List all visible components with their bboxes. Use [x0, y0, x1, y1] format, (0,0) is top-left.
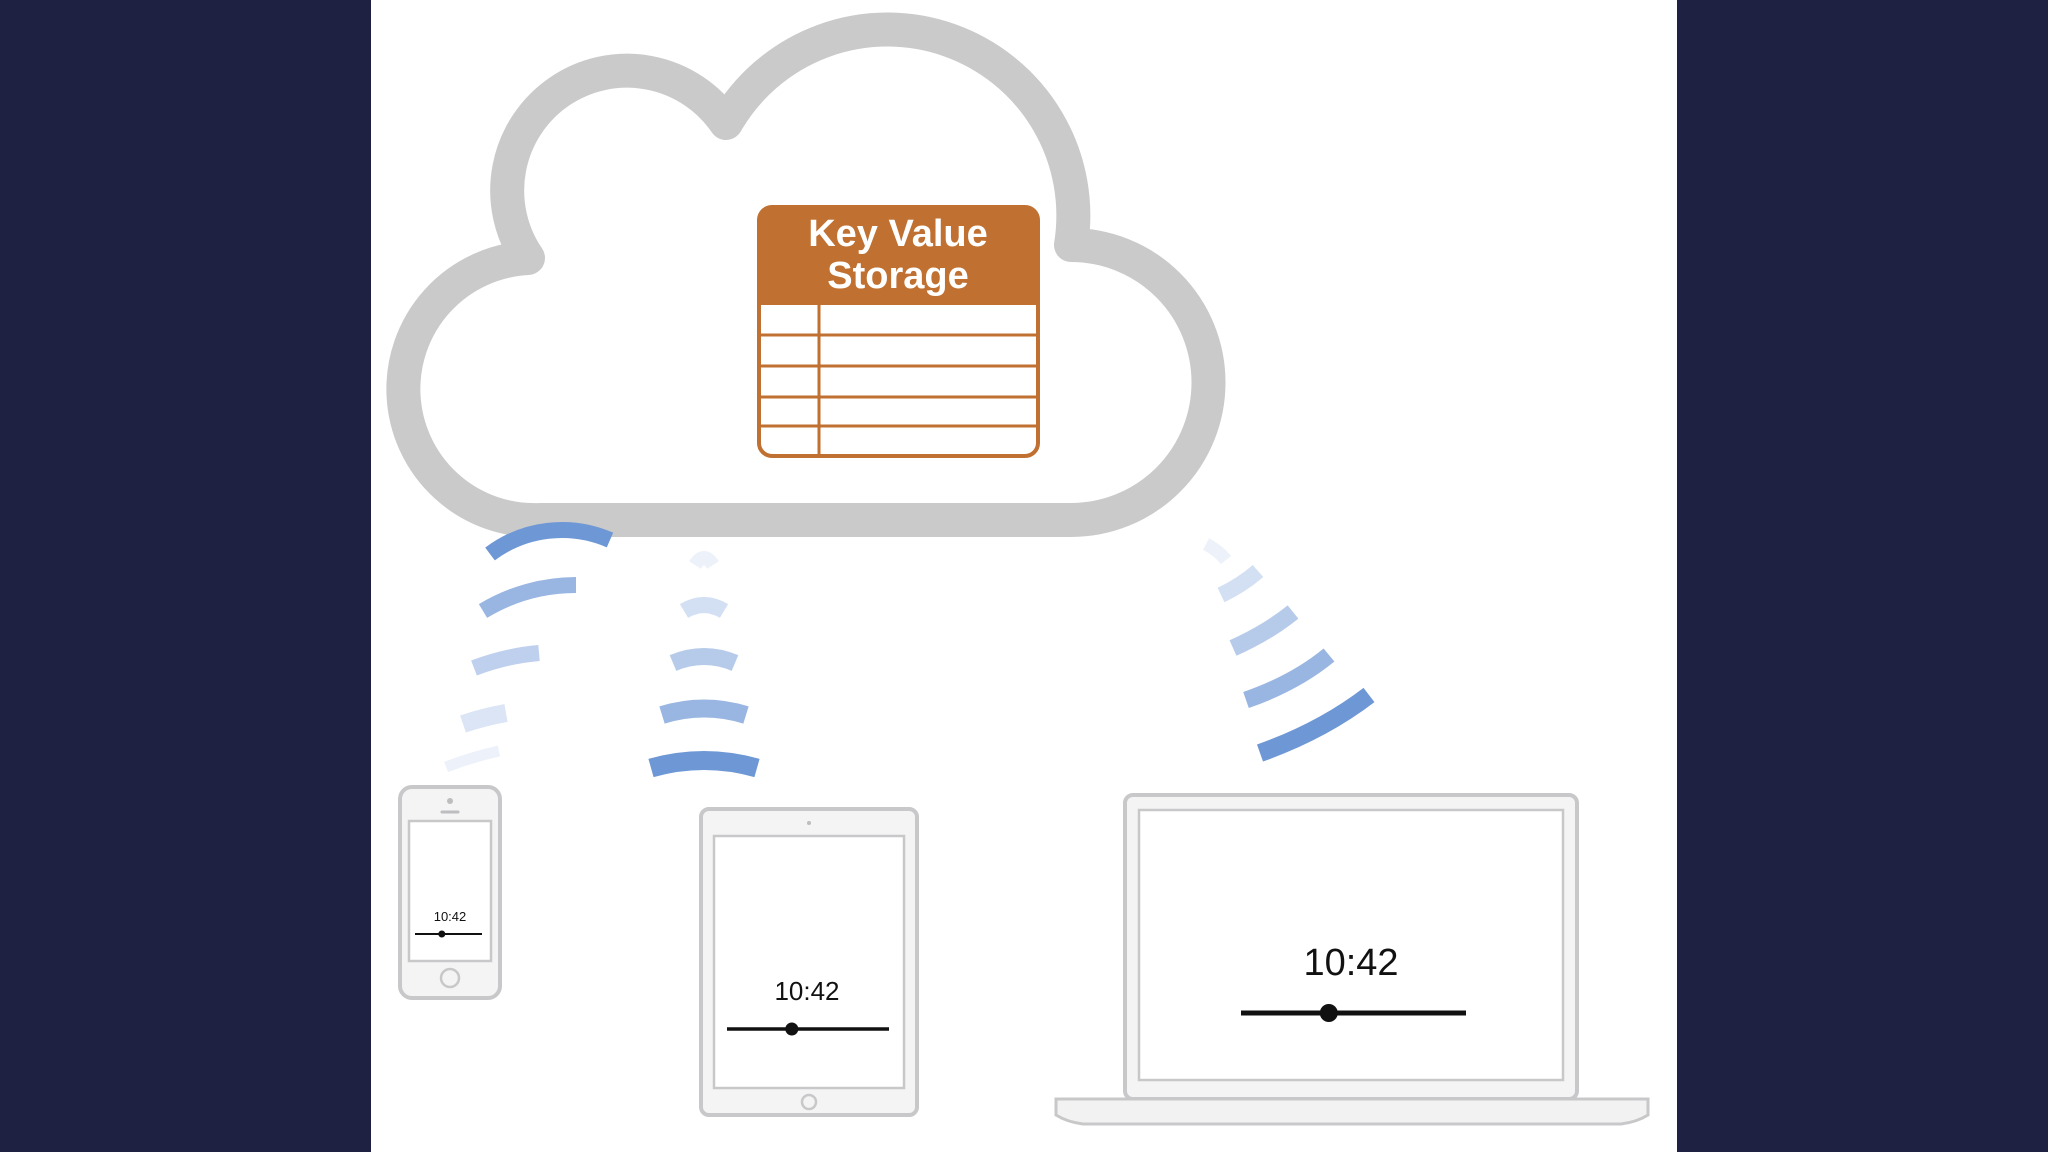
key-value-table-icon: Key Value Storage: [757, 205, 1040, 458]
signal-tablet: [648, 551, 760, 778]
laptop-slider-knob[interactable]: [1319, 1004, 1338, 1022]
slide: Key Value Storage: [371, 0, 1677, 1152]
macbook-icon: 10:42: [1054, 793, 1650, 1126]
laptop-base: [1054, 1097, 1650, 1126]
tablet-slider[interactable]: [727, 1022, 889, 1036]
storage-title-line1: Key Value: [808, 213, 988, 255]
tablet-slider-knob[interactable]: [785, 1022, 799, 1036]
signal-laptop: [1202, 538, 1375, 762]
laptop-slider[interactable]: [1241, 1004, 1466, 1022]
iphone-icon: 10:42: [398, 785, 502, 1000]
phone-home-button: [439, 967, 461, 989]
wireless-signal-icon: [444, 522, 1375, 778]
tablet-home-button: [800, 1093, 818, 1111]
ipad-icon: 10:42: [699, 807, 919, 1117]
phone-slider[interactable]: [415, 930, 482, 938]
icloud-sync-diagram: Key Value Storage: [386, 12, 1650, 1126]
storage-title-line2: Storage: [827, 255, 968, 297]
laptop-time: 10:42: [1303, 942, 1398, 984]
tablet-time: 10:42: [774, 976, 839, 1006]
signal-phone: [444, 522, 614, 773]
phone-slider-knob[interactable]: [438, 930, 446, 938]
phone-time: 10:42: [434, 909, 467, 924]
